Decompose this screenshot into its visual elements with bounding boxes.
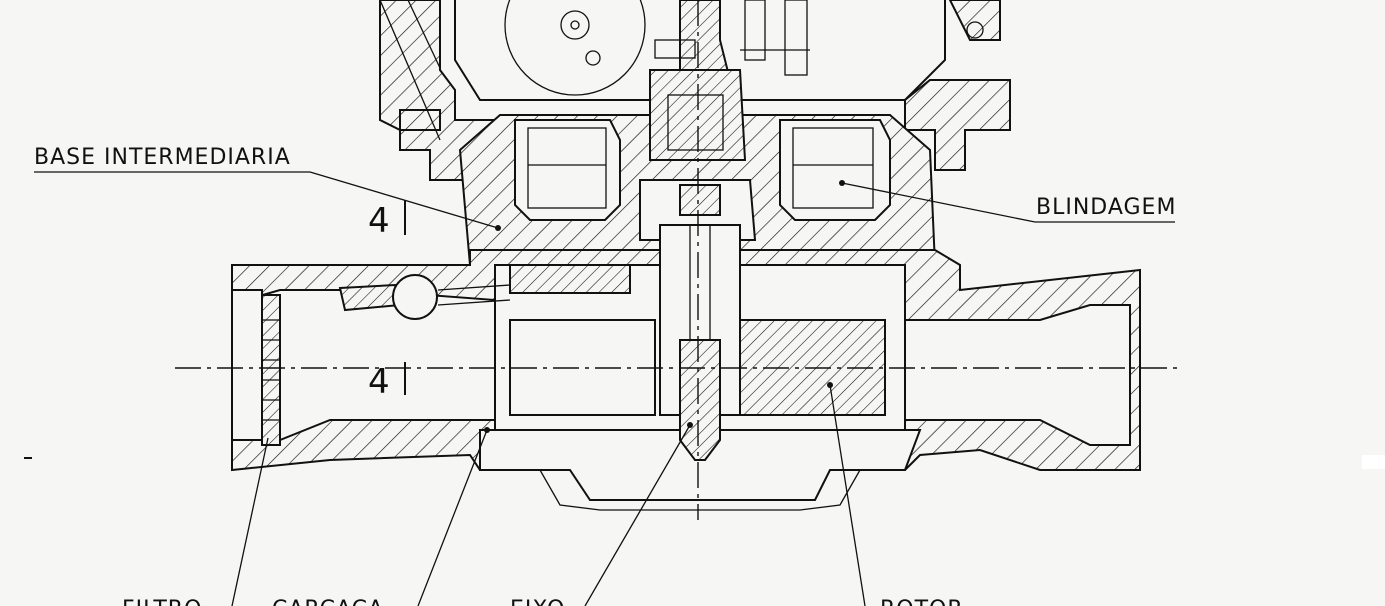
filter [231, 289, 281, 446]
label-carcaca: CARCACA [272, 597, 384, 606]
label-blindagem: BLINDAGEM [1036, 195, 1176, 220]
scan-edge [1362, 455, 1385, 469]
section-mark-top-label: 4 [368, 201, 391, 241]
label-base-intermediaria: BASE INTERMEDIARIA [34, 145, 291, 170]
section-marker-bottom: 4 [368, 362, 406, 402]
label-filtro: FILTRO [122, 597, 202, 606]
label-rotor: ROTOR [880, 597, 964, 606]
section-mark-bottom-label: 4 [368, 362, 391, 402]
leader-lines [34, 0, 1175, 606]
left-upper-flange [379, 0, 1011, 181]
section-marker-top: 4 [368, 200, 406, 241]
label-eixo: EIXO [510, 597, 565, 606]
body-casing [231, 224, 1141, 511]
